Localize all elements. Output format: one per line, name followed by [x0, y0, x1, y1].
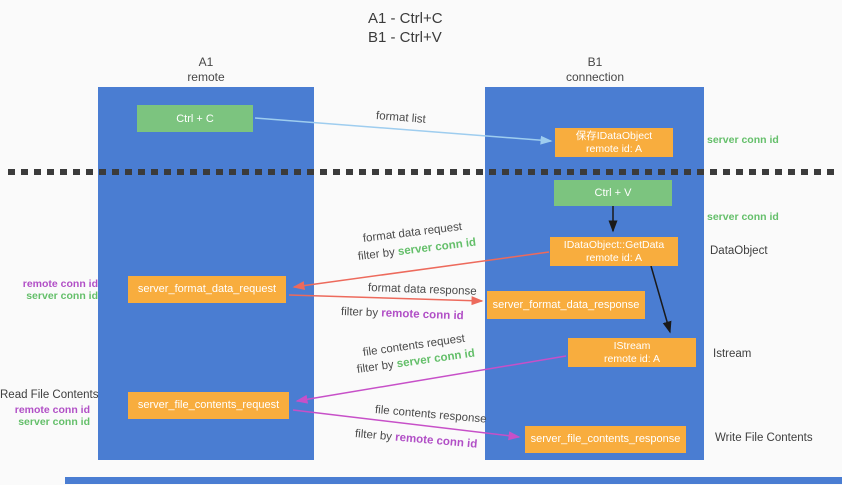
server-file-contents-response-label: server_file_contents_response: [530, 433, 681, 445]
save-idataobject-line1: 保存IDataObject: [575, 129, 653, 142]
column-a-subtitle: remote: [187, 70, 225, 84]
server-file-contents-response-box: server_file_contents_response: [525, 426, 686, 453]
save-idataobject-box: 保存IDataObject remote id: A: [555, 128, 673, 157]
diagram-title: A1 - Ctrl+C B1 - Ctrl+V: [368, 9, 443, 47]
filter-by-prefix: filter by: [357, 246, 396, 263]
format-request-conn-labels: remote conn id server conn id: [8, 278, 98, 302]
save-idataobject-line2: remote id: A: [585, 142, 643, 155]
file-contents-response-arrow-label: file contents response: [374, 404, 487, 426]
format-server-conn-id-label: server conn id: [26, 290, 98, 302]
column-b-name: B1: [587, 55, 603, 69]
write-file-contents-label: Write File Contents: [715, 432, 813, 444]
server-file-contents-request-label: server_file_contents_request: [137, 399, 280, 411]
file-remote-conn-id-label: remote conn id: [14, 404, 90, 416]
file-server-conn-id-label: server conn id: [18, 416, 90, 428]
format-remote-conn-id-label: remote conn id: [22, 278, 98, 290]
read-file-contents-label: Read File Contents: [0, 389, 99, 401]
server-file-contents-request-box: server_file_contents_request: [128, 392, 289, 419]
server-format-data-request-label: server_format_data_request: [137, 283, 277, 295]
filter-id-server-conn: server conn id: [397, 236, 477, 259]
idataobject-getdata-line2: remote id: A: [585, 251, 643, 264]
filter-id-remote-conn: remote conn id: [381, 307, 464, 323]
column-a-name: A1: [198, 55, 214, 69]
server-format-data-response-box: server_format_data_response: [487, 291, 645, 319]
server-conn-id-top-label: server conn id: [707, 134, 779, 146]
filter-id-remote-conn: remote conn id: [394, 431, 478, 451]
filter-by-prefix: filter by: [356, 358, 395, 376]
ctrl-v-box: Ctrl + V: [554, 180, 672, 206]
istream-line1: IStream: [613, 339, 651, 352]
column-b-header: B1 connection: [535, 55, 655, 85]
format-list-arrow-label: format list: [375, 110, 427, 126]
ctrl-c-box: Ctrl + C: [137, 105, 253, 132]
dataobject-label: DataObject: [710, 245, 768, 257]
ctrl-c-label: Ctrl + C: [176, 112, 214, 125]
idataobject-getdata-box: IDataObject::GetData remote id: A: [550, 237, 678, 266]
server-conn-id-mid-label: server conn id: [707, 211, 779, 223]
column-a-header: A1 remote: [146, 55, 266, 85]
file-request-conn-labels: Read File Contents remote conn id server…: [0, 389, 99, 428]
server-format-data-response-label: server_format_data_response: [492, 298, 640, 311]
server-format-data-request-box: server_format_data_request: [128, 276, 286, 303]
filter-by-prefix: filter by: [340, 306, 379, 320]
file-contents-response-filter-label: filter by remote conn id: [354, 428, 477, 451]
ctrl-v-label: Ctrl + V: [594, 187, 632, 199]
format-data-response-arrow-label: format data response: [367, 282, 477, 298]
idataobject-getdata-line1: IDataObject::GetData: [563, 238, 665, 251]
istream-line2: remote id: A: [603, 352, 661, 365]
dotted-separator-line: [8, 169, 836, 175]
istream-box: IStream remote id: A: [568, 338, 696, 367]
title-line-2: B1 - Ctrl+V: [368, 29, 442, 46]
istream-side-label: Istream: [713, 348, 752, 360]
filter-by-prefix: filter by: [354, 428, 393, 444]
format-data-response-filter-label: filter by remote conn id: [341, 306, 464, 322]
column-b-subtitle: connection: [565, 70, 625, 84]
title-line-1: A1 - Ctrl+C: [368, 10, 443, 27]
bottom-window-edge: [65, 477, 842, 484]
